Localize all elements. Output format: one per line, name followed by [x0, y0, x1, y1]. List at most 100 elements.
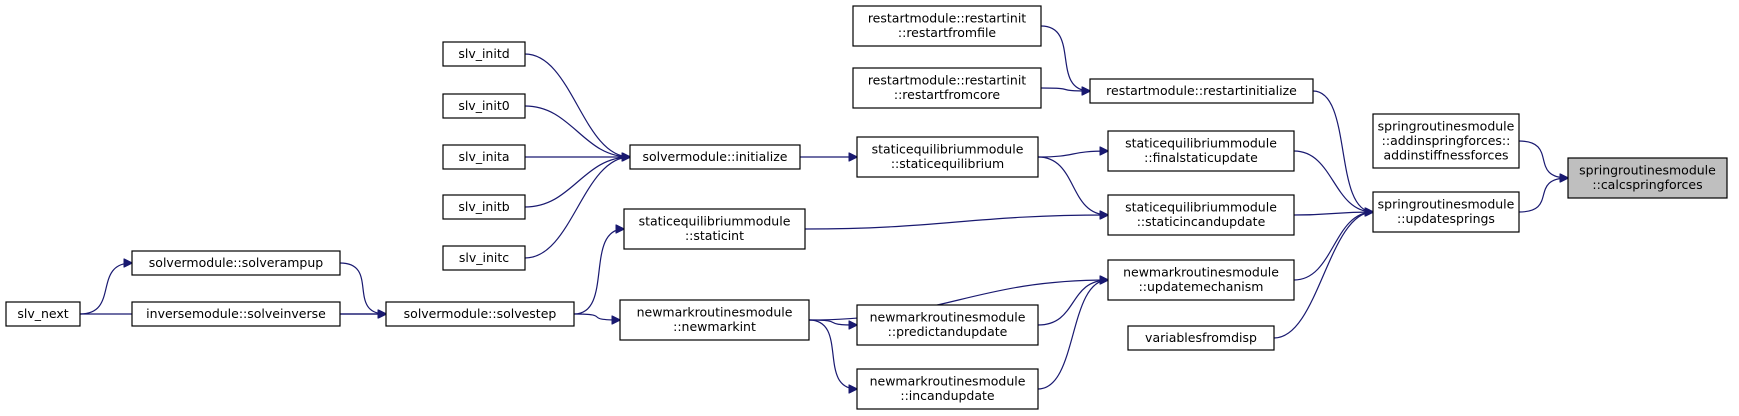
node-box: [623, 208, 806, 250]
node-box: [1107, 130, 1295, 172]
edge-incandupdate-to-updatemechanism: [1037, 280, 1108, 390]
node-label: restartmodule::restartinitialize: [1106, 83, 1297, 98]
node-predictandupdate[interactable]: newmarkroutinesmodule::predictandupdate: [856, 304, 1039, 346]
edge-slv_init0-to-initialize: [524, 105, 630, 157]
node-box: [1127, 325, 1275, 351]
edge-solvestep-to-newmarkint: [573, 313, 620, 320]
node-box: [5, 301, 81, 327]
node-label: ::addinspringforces::: [1382, 133, 1511, 148]
node-label: ::staticincandupdate: [1137, 214, 1266, 229]
node-updatesprings[interactable]: springroutinesmodule::updatesprings: [1372, 191, 1520, 233]
node-label: restartmodule::restartinit: [868, 11, 1026, 26]
edge-updatesprings-to-calcsprings: [1518, 178, 1568, 213]
edge-slv_initb-to-initialize: [524, 157, 630, 208]
node-restartfromfile[interactable]: restartmodule::restartinit::restartfromf…: [852, 5, 1042, 47]
node-updatemechanism[interactable]: newmarkroutinesmodule::updatemechanism: [1107, 259, 1295, 301]
edge-restartinitialize-to-updatesprings: [1312, 90, 1373, 212]
node-box: [442, 93, 526, 119]
node-label: newmarkroutinesmodule: [637, 305, 793, 320]
edge-staticint-to-staticincandupdate: [804, 215, 1108, 230]
node-slv_init0[interactable]: slv_init0: [442, 93, 526, 119]
edge-restartfromcore-to-restartinitialize: [1040, 88, 1090, 91]
edge-updatemechanism-to-updatesprings: [1293, 212, 1373, 281]
node-initialize[interactable]: solvermodule::initialize: [629, 144, 801, 170]
node-label: slv_initc: [459, 250, 509, 265]
node-box: [1107, 194, 1295, 236]
edge-addinstiff-to-calcsprings: [1518, 140, 1568, 178]
node-box: [131, 250, 341, 276]
node-box: [1372, 191, 1520, 233]
node-incandupdate[interactable]: newmarkroutinesmodule::incandupdate: [856, 368, 1039, 410]
node-box: [442, 41, 526, 67]
edge-newmarkint-to-incandupdate: [808, 319, 857, 389]
node-slv_next[interactable]: slv_next: [5, 301, 81, 327]
node-slv_inita[interactable]: slv_inita: [442, 144, 526, 170]
node-slv_initd[interactable]: slv_initd: [442, 41, 526, 67]
edge-solvestep-to-staticint: [573, 229, 624, 315]
edge-newmarkint-to-predictandupdate: [808, 319, 857, 325]
node-calcsprings[interactable]: springroutinesmodule::calcspringforces: [1567, 157, 1728, 199]
node-label: addinstiffnessforces: [1383, 147, 1508, 162]
edge-finalstaticupdate-to-updatesprings: [1293, 150, 1373, 212]
node-label: ::finalstaticupdate: [1144, 150, 1258, 165]
node-label: ::updatesprings: [1397, 211, 1495, 226]
node-solveinverse[interactable]: inversemodule::solveinverse: [131, 301, 341, 327]
node-label: ::incandupdate: [900, 388, 995, 403]
edge-newmarkint-to-updatemechanism: [808, 280, 1108, 321]
node-box: [852, 67, 1042, 109]
node-box: [1372, 113, 1520, 169]
node-label: slv_initd: [458, 46, 509, 61]
node-label: slv_next: [17, 306, 68, 321]
node-label: slv_initb: [458, 199, 509, 214]
node-label: restartmodule::restartinit: [868, 73, 1026, 88]
node-box: [852, 5, 1042, 47]
node-box: [442, 144, 526, 170]
node-solvestep[interactable]: solvermodule::solvestep: [385, 301, 575, 327]
edge-slv_next-to-solverampup: [79, 263, 132, 315]
node-restartinitialize[interactable]: restartmodule::restartinitialize: [1089, 78, 1314, 104]
node-box: [1089, 78, 1314, 104]
node-finalstaticupdate[interactable]: staticequilibriummodule::finalstaticupda…: [1107, 130, 1295, 172]
node-label: ::restartfromfile: [898, 25, 997, 40]
node-slv_initb[interactable]: slv_initb: [442, 194, 526, 220]
node-label: staticequilibriummodule: [872, 142, 1024, 157]
edge-restartfromfile-to-restartinitialize: [1040, 25, 1090, 91]
node-label: ::newmarkint: [673, 319, 756, 334]
node-staticincandupdate[interactable]: staticequilibriummodule::staticincandupd…: [1107, 194, 1295, 236]
node-box: [856, 136, 1039, 178]
node-label: solvermodule::initialize: [642, 149, 787, 164]
node-label: ::staticint: [685, 228, 744, 243]
node-restartfromcore[interactable]: restartmodule::restartinit::restartfromc…: [852, 67, 1042, 109]
node-layer: springroutinesmodule::calcspringforcessp…: [5, 5, 1728, 410]
edge-variablesfromdisp-to-updatesprings: [1273, 212, 1373, 339]
node-label: variablesfromdisp: [1145, 330, 1257, 345]
node-label: staticequilibriummodule: [1125, 136, 1277, 151]
node-box: [385, 301, 575, 327]
node-staticint[interactable]: staticequilibriummodule::staticint: [623, 208, 806, 250]
edge-predictandupdate-to-updatemechanism: [1037, 280, 1108, 326]
node-staticequilibrium[interactable]: staticequilibriummodule::staticequilibri…: [856, 136, 1039, 178]
node-box: [131, 301, 341, 327]
node-box: [629, 144, 801, 170]
node-box: [1107, 259, 1295, 301]
node-variablesfromdisp[interactable]: variablesfromdisp: [1127, 325, 1275, 351]
node-box: [442, 245, 526, 271]
node-newmarkint[interactable]: newmarkroutinesmodule::newmarkint: [619, 299, 810, 341]
edge-solverampup-to-solvestep: [339, 262, 386, 314]
node-label: ::predictandupdate: [888, 324, 1008, 339]
node-addinstiff[interactable]: springroutinesmodule::addinspringforces:…: [1372, 113, 1520, 169]
node-label: newmarkroutinesmodule: [870, 310, 1026, 325]
node-label: springroutinesmodule: [1378, 118, 1515, 133]
node-label: springroutinesmodule: [1378, 197, 1515, 212]
node-label: slv_init0: [458, 98, 509, 113]
node-label: solvermodule::solverampup: [149, 255, 323, 270]
edge-staticequilibrium-to-finalstaticupdate: [1037, 151, 1108, 158]
node-label: ::staticequilibrium: [891, 156, 1004, 171]
node-box: [442, 194, 526, 220]
node-label: inversemodule::solveinverse: [146, 306, 326, 321]
node-label: springroutinesmodule: [1579, 163, 1716, 178]
node-label: slv_inita: [458, 149, 509, 164]
node-solverampup[interactable]: solvermodule::solverampup: [131, 250, 341, 276]
node-slv_initc[interactable]: slv_initc: [442, 245, 526, 271]
